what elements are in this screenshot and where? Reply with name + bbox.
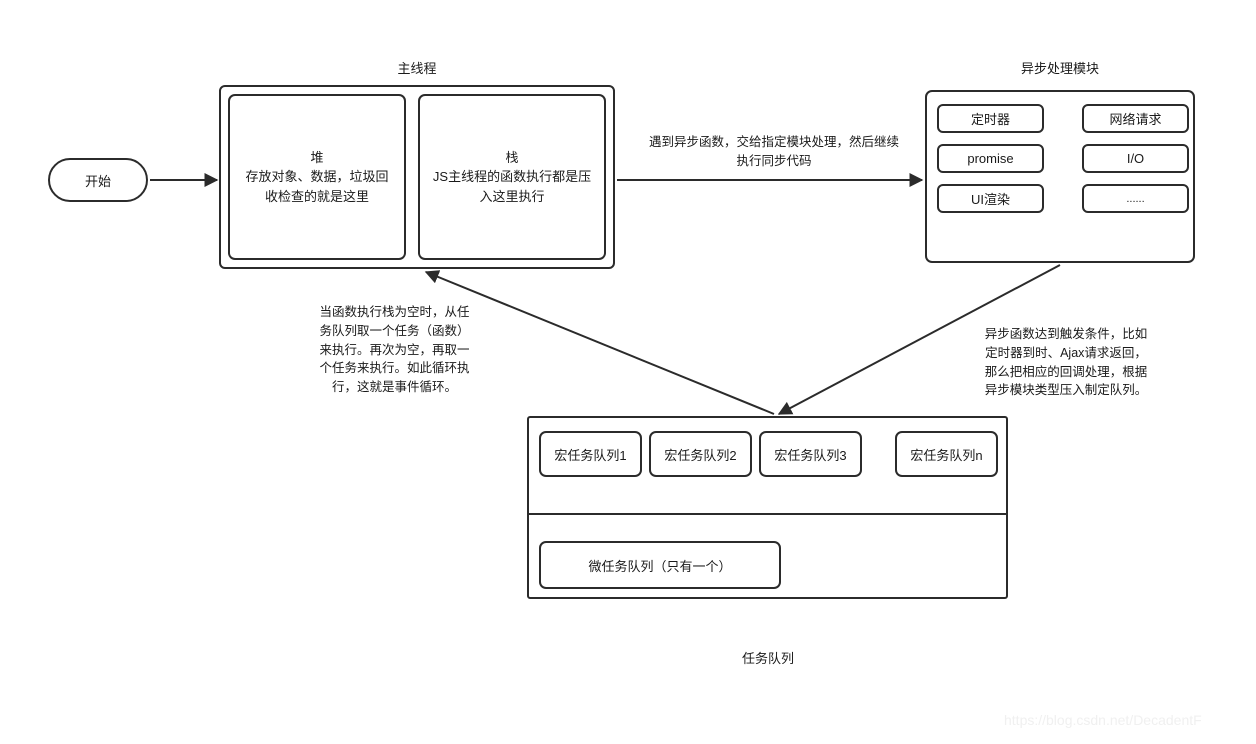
macro-task-queue-1[interactable]: 宏任务队列1 (539, 431, 642, 477)
task-queue-box: 宏任务队列1 宏任务队列2 宏任务队列3 宏任务队列n 微任务队列（只有一个） (527, 416, 1008, 599)
task-queue-title: 任务队列 (741, 651, 794, 666)
macro-task-queue-3[interactable]: 宏任务队列3 (759, 431, 862, 477)
heap-box[interactable]: 堆 存放对象、数据，垃圾回 收检查的就是这里 (228, 94, 406, 260)
async-module-box: 定时器 promise UI渲染 网络请求 I/O ...... (925, 90, 1195, 263)
main-thread-title: 主线程 (397, 61, 437, 76)
annotation-event-loop: 当函数执行栈为空时，从任 务队列取一个任务（函数） 来执行。再次为空，再取一 个… (319, 305, 470, 394)
async-module-title: 异步处理模块 (1020, 61, 1099, 76)
start-node[interactable]: 开始 (48, 158, 148, 202)
macro-task-queue-2[interactable]: 宏任务队列2 (649, 431, 752, 477)
watermark: https://blog.csdn.net/DecadentF (1004, 712, 1202, 728)
async-item-promise[interactable]: promise (937, 144, 1044, 173)
async-item-io[interactable]: I/O (1082, 144, 1189, 173)
queue-divider (529, 513, 1006, 515)
async-item-network-request[interactable]: 网络请求 (1082, 104, 1189, 133)
macro-task-queue-n[interactable]: 宏任务队列n (895, 431, 998, 477)
async-item-timer[interactable]: 定时器 (937, 104, 1044, 133)
annotation-async-trigger: 异步函数达到触发条件，比如 定时器到时、Ajax请求返回， 那么把相应的回调处理… (984, 327, 1148, 398)
async-item-ui-render[interactable]: UI渲染 (937, 184, 1044, 213)
annotation-sync-to-async: 遇到异步函数，交给指定模块处理，然后继续 执行同步代码 (648, 135, 899, 168)
micro-task-queue[interactable]: 微任务队列（只有一个） (539, 541, 781, 589)
async-item-ellipsis[interactable]: ...... (1082, 184, 1189, 213)
stack-box[interactable]: 栈 JS主线程的函数执行都是压 入这里执行 (418, 94, 606, 260)
